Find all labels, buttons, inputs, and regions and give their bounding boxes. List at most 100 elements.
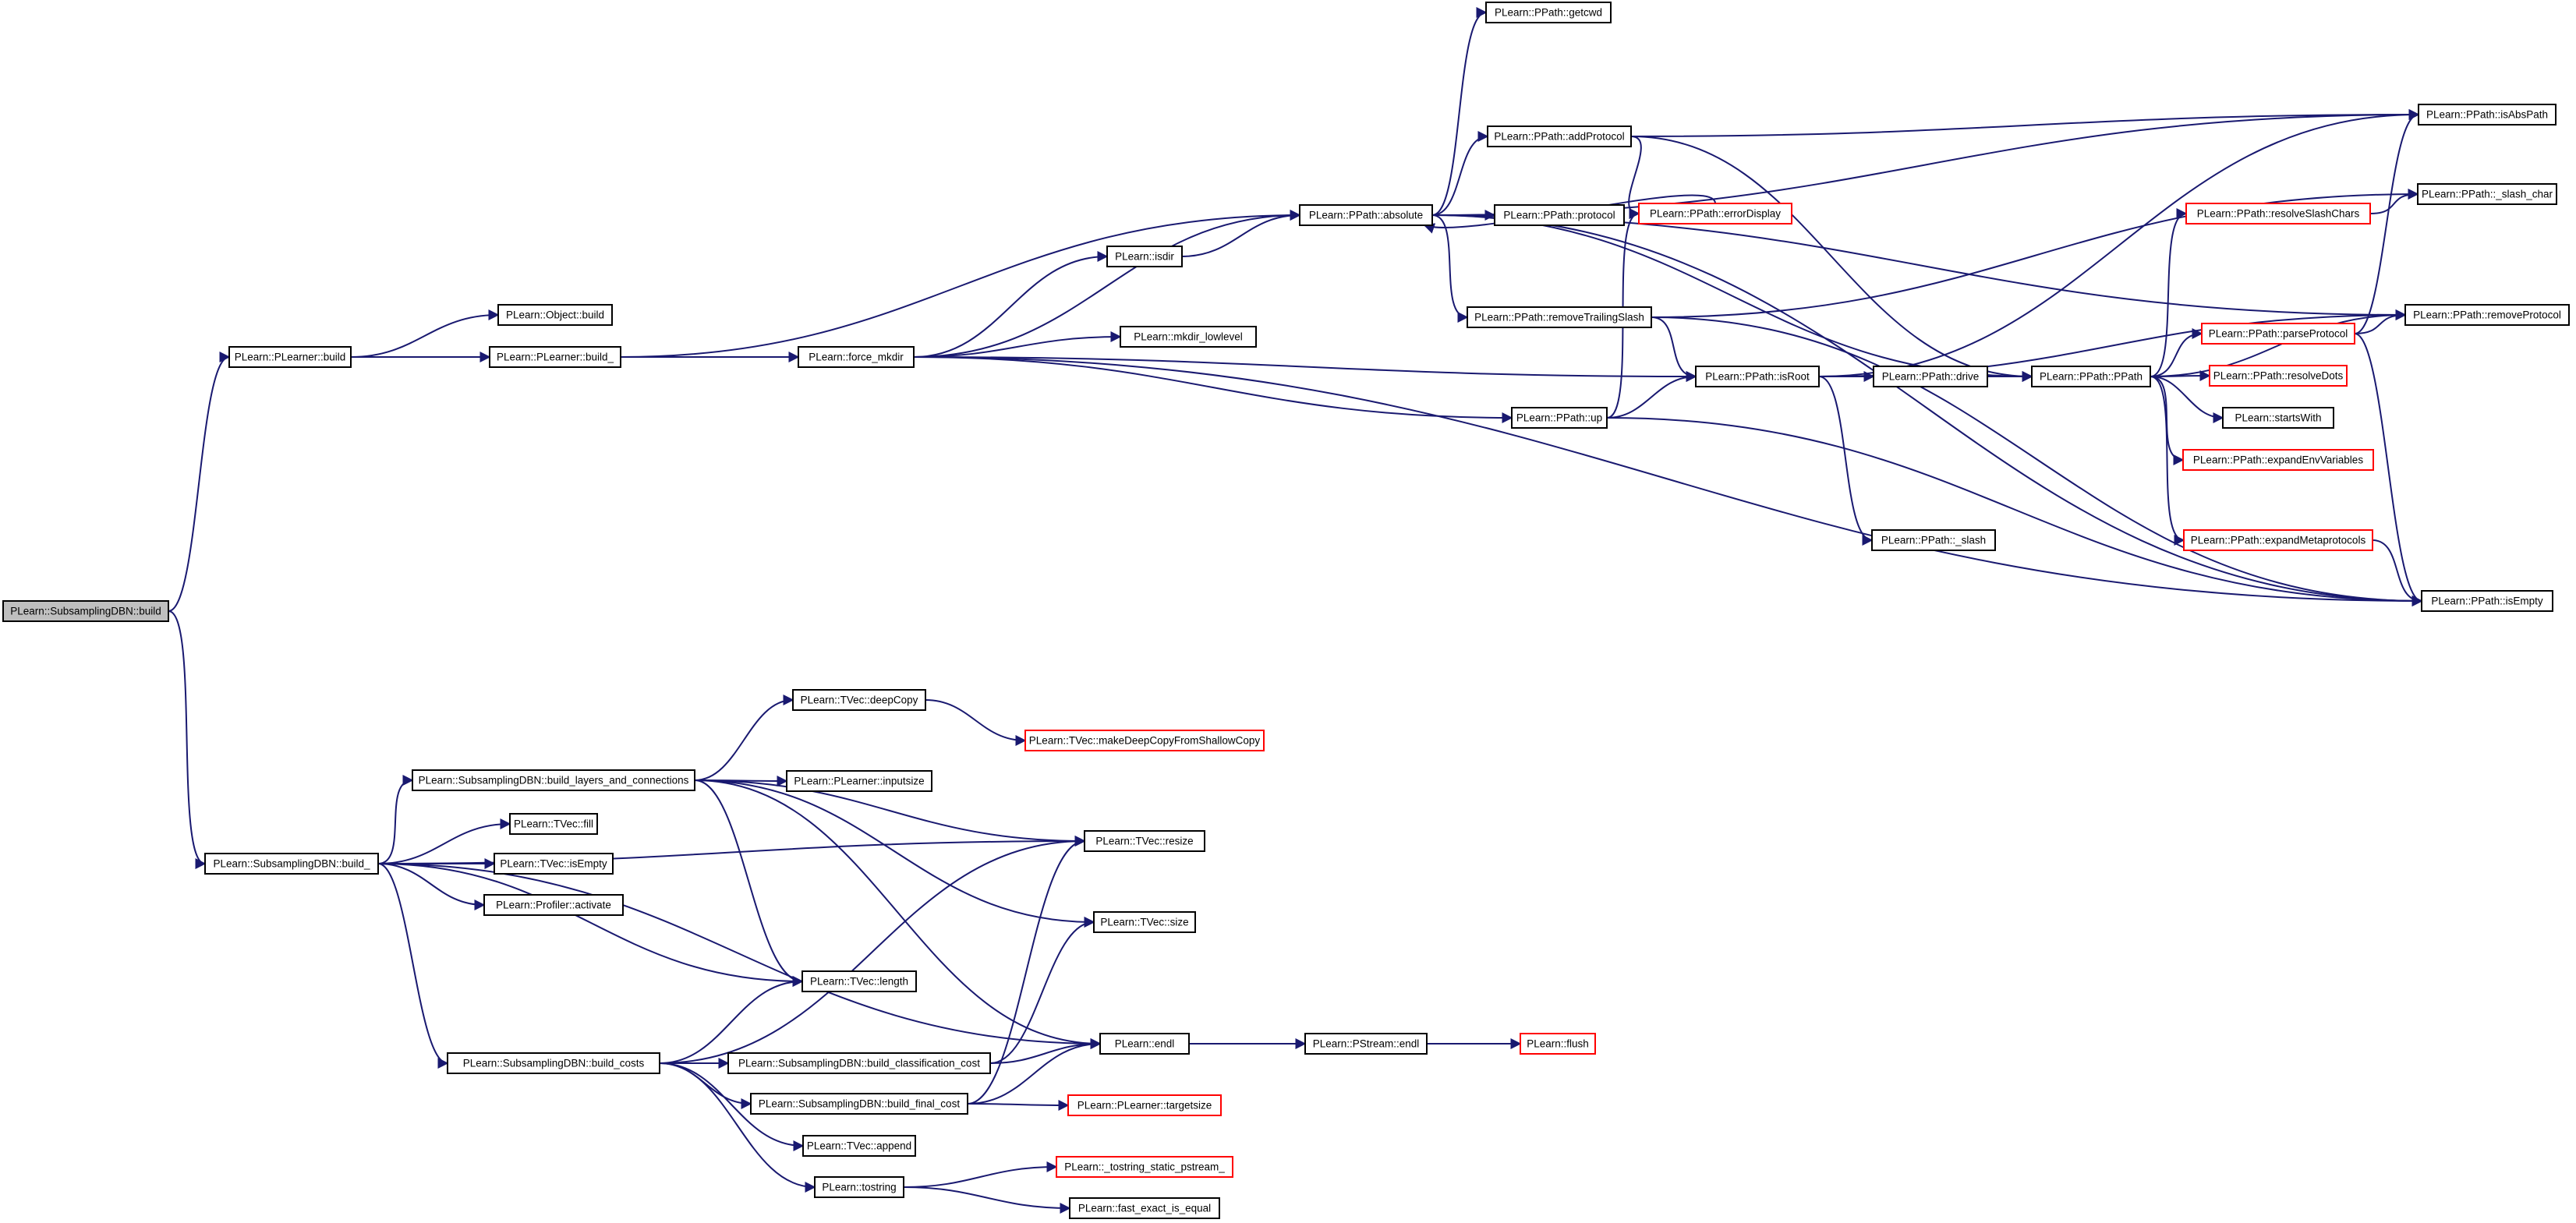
node-absolute[interactable]: PLearn::PPath::absolute — [1299, 204, 1433, 226]
node-resolveSlashChars[interactable]: PLearn::PPath::resolveSlashChars — [2185, 203, 2371, 224]
edge-expandMetaprotocols-to-isEmpty — [2372, 539, 2423, 606]
edge-tostring-to-tostring_static — [903, 1161, 1058, 1188]
edge-sdbn_build_-to-build_layers — [377, 775, 414, 864]
node-box — [2418, 104, 2557, 125]
edge-build_layers-to-length — [694, 779, 804, 987]
node-tvec_isEmpty[interactable]: PLearn::TVec::isEmpty — [494, 853, 614, 875]
edge-root-to-sdbn_build_ — [168, 610, 207, 869]
node-force_mkdir[interactable]: PLearn::force_mkdir — [798, 346, 915, 368]
edge-absolute-to-addProtocol — [1431, 131, 1489, 216]
edge-absolute-to-isEmpty — [1431, 214, 2423, 606]
edge-ppath-to-resolveSlashChars — [2150, 208, 2188, 377]
node-up[interactable]: PLearn::PPath::up — [1511, 407, 1608, 429]
edge-build_layers-to-deepCopy — [694, 695, 794, 781]
node-pstream_endl[interactable]: PLearn::PStream::endl — [1304, 1033, 1428, 1055]
node-box — [1695, 366, 1820, 387]
node-build_layers[interactable]: PLearn::SubsamplingDBN::build_layers_and… — [412, 769, 695, 791]
node-size[interactable]: PLearn::TVec::size — [1093, 911, 1196, 933]
node-object_build[interactable]: PLearn::Object::build — [497, 304, 613, 326]
edge-up-to-isEmpty — [1606, 417, 2423, 606]
node-box — [204, 853, 379, 875]
node-deepCopy[interactable]: PLearn::TVec::deepCopy — [792, 689, 926, 711]
node-expandEnvVariables[interactable]: PLearn::PPath::expandEnvVariables — [2182, 449, 2374, 471]
node-activate[interactable]: PLearn::Profiler::activate — [483, 894, 624, 916]
node-label: PLearn::startsWith — [2235, 412, 2321, 424]
node-box — [1873, 366, 1988, 387]
node-removeProtocol[interactable]: PLearn::PPath::removeProtocol — [2404, 304, 2570, 326]
node-plearner_build[interactable]: PLearn::PLearner::build — [228, 346, 352, 368]
node-fill[interactable]: PLearn::TVec::fill — [509, 813, 598, 835]
node-label: PLearn::TVec::resize — [1095, 836, 1193, 847]
node-label: PLearn::TVec::append — [807, 1140, 911, 1152]
node-parseProtocol[interactable]: PLearn::PPath::parseProtocol — [2201, 323, 2355, 345]
node-box — [1084, 830, 1205, 852]
node-sdbn_build_[interactable]: PLearn::SubsamplingDBN::build_ — [204, 853, 379, 875]
node-root[interactable]: PLearn::SubsamplingDBN::build — [2, 600, 169, 622]
node-box — [1106, 246, 1183, 267]
node-inputsize[interactable]: PLearn::PLearner::inputsize — [786, 770, 932, 792]
node-removeTrailingSlash[interactable]: PLearn::PPath::removeTrailingSlash — [1467, 306, 1652, 328]
node-errorDisplay[interactable]: PLearn::PPath::errorDisplay — [1638, 203, 1792, 224]
node-isAbsPath[interactable]: PLearn::PPath::isAbsPath — [2418, 104, 2557, 125]
node-length[interactable]: PLearn::TVec::length — [801, 970, 917, 992]
edge-ppath-to-parseProtocol — [2150, 328, 2203, 377]
node-isRoot[interactable]: PLearn::PPath::isRoot — [1695, 366, 1820, 387]
node-box — [2, 600, 169, 622]
node-makeDeepCopy[interactable]: PLearn::TVec::makeDeepCopyFromShallowCop… — [1024, 730, 1265, 751]
node-drive[interactable]: PLearn::PPath::drive — [1873, 366, 1988, 387]
node-label: PLearn::PPath::_slash_char — [2422, 189, 2553, 200]
node-label: PLearn::PPath::isRoot — [1705, 371, 1810, 383]
node-box — [447, 1052, 660, 1074]
node-box — [727, 1052, 991, 1074]
node-box — [2209, 365, 2348, 387]
node-mkdir_lowlevel[interactable]: PLearn::mkdir_lowlevel — [1120, 326, 1257, 348]
node-label: PLearn::PPath::isEmpty — [2431, 596, 2543, 607]
node-label: PLearn::TVec::size — [1100, 917, 1188, 928]
node-box — [1638, 203, 1792, 224]
node-tostring_static[interactable]: PLearn::_tostring_static_pstream_ — [1056, 1156, 1233, 1178]
node-box — [1511, 407, 1608, 429]
node-plearner_build_[interactable]: PLearn::PLearner::build_ — [489, 346, 621, 368]
node-startsWith[interactable]: PLearn::startsWith — [2222, 407, 2334, 429]
node-label: PLearn::endl — [1115, 1038, 1175, 1050]
node-append[interactable]: PLearn::TVec::append — [802, 1135, 916, 1157]
node-endl[interactable]: PLearn::endl — [1099, 1033, 1190, 1055]
node-slash[interactable]: PLearn::PPath::_slash — [1871, 529, 1996, 551]
node-flush[interactable]: PLearn::flush — [1520, 1033, 1596, 1055]
edge-absolute-to-removeTrailingSlash — [1431, 214, 1469, 323]
node-label: PLearn::flush — [1527, 1038, 1589, 1050]
edge-build_layers-to-resize — [694, 779, 1086, 847]
node-box — [1093, 911, 1196, 933]
node-label: PLearn::SubsamplingDBN::build_layers_and… — [419, 775, 689, 786]
node-targetsize[interactable]: PLearn::PLearner::targetsize — [1067, 1094, 1222, 1116]
node-label: PLearn::PPath::_slash — [1881, 535, 1986, 546]
node-fast_exact[interactable]: PLearn::fast_exact_is_equal — [1069, 1197, 1220, 1219]
edge-sdbn_build_-to-fill — [377, 818, 511, 864]
node-getcwd[interactable]: PLearn::PPath::getcwd — [1485, 2, 1612, 23]
node-expandMetaprotocols[interactable]: PLearn::PPath::expandMetaprotocols — [2183, 529, 2373, 551]
node-box — [801, 970, 917, 992]
node-protocol[interactable]: PLearn::PPath::protocol — [1494, 204, 1625, 226]
edge-ppath-to-expandMetaprotocols — [2150, 376, 2185, 546]
node-isEmpty[interactable]: PLearn::PPath::isEmpty — [2421, 590, 2553, 612]
node-label: PLearn::TVec::isEmpty — [500, 858, 607, 870]
node-box — [1056, 1156, 1233, 1178]
node-resolveDots[interactable]: PLearn::PPath::resolveDots — [2209, 365, 2348, 387]
node-resize[interactable]: PLearn::TVec::resize — [1084, 830, 1205, 852]
node-tostring[interactable]: PLearn::tostring — [814, 1176, 904, 1198]
node-box — [792, 689, 926, 711]
node-label: PLearn::PPath::resolveDots — [2213, 370, 2344, 382]
node-addProtocol[interactable]: PLearn::PPath::addProtocol — [1487, 125, 1632, 147]
node-label: PLearn::PPath::PPath — [2040, 371, 2143, 383]
node-label: PLearn::TVec::length — [810, 976, 908, 988]
node-ppath[interactable]: PLearn::PPath::PPath — [2031, 366, 2151, 387]
node-build_costs[interactable]: PLearn::SubsamplingDBN::build_costs — [447, 1052, 660, 1074]
node-isdir[interactable]: PLearn::isdir — [1106, 246, 1183, 267]
node-build_final_cost[interactable]: PLearn::SubsamplingDBN::build_final_cost — [750, 1093, 968, 1115]
node-box — [786, 770, 932, 792]
node-build_class_cost[interactable]: PLearn::SubsamplingDBN::build_classifica… — [727, 1052, 991, 1074]
edge-build_costs-to-tostring — [659, 1062, 816, 1193]
node-slash_char[interactable]: PLearn::PPath::_slash_char — [2417, 183, 2557, 205]
node-label: PLearn::PPath::parseProtocol — [2209, 328, 2348, 340]
